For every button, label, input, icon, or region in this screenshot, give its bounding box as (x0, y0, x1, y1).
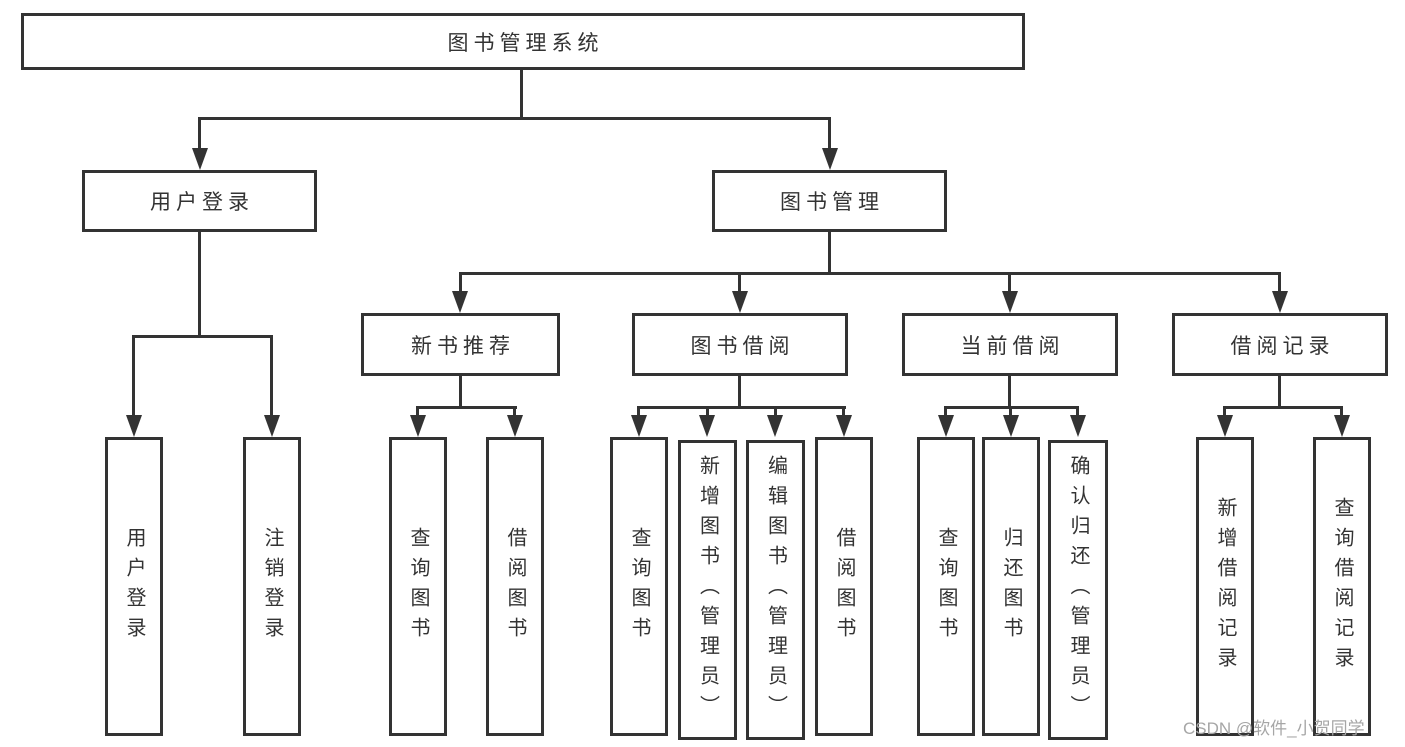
leaf-add-borrow-record: 新增借阅记录 (1196, 437, 1254, 736)
connector-line (1008, 272, 1011, 293)
connector-line (1223, 406, 1226, 418)
connector-line (828, 117, 831, 150)
connector-line (1278, 376, 1281, 408)
node-user-login: 用户登录 (82, 170, 317, 232)
arrowhead-down (507, 415, 523, 437)
connector-line (637, 406, 640, 418)
arrowhead-down (1070, 415, 1086, 437)
connector-line (416, 406, 517, 409)
node-library-management-system: 图书管理系统 (21, 13, 1025, 70)
node-book-borrow: 图书借阅 (632, 313, 848, 376)
connector-line (132, 335, 273, 338)
arrowhead-down (767, 415, 783, 437)
arrowhead-down (452, 291, 468, 313)
connector-line (1009, 406, 1012, 418)
arrowhead-down (836, 415, 852, 437)
leaf-borrow-book: 借阅图书 (815, 437, 873, 736)
connector-line (270, 335, 273, 417)
node-borrow-records: 借阅记录 (1172, 313, 1388, 376)
connector-line (738, 272, 741, 293)
connector-line (944, 406, 947, 418)
node-new-book-recommend: 新书推荐 (361, 313, 560, 376)
arrowhead-down (1002, 291, 1018, 313)
leaf-user-login: 用户登录 (105, 437, 163, 736)
connector-line (842, 406, 845, 418)
connector-line (1223, 406, 1343, 409)
csdn-watermark: CSDN @软件_小贺同学 (1183, 719, 1365, 738)
connector-line (738, 376, 741, 408)
leaf-query-book-recommend: 查询图书 (389, 437, 447, 736)
leaf-add-book-admin: 新增图书（管理员） (678, 440, 737, 740)
connector-line (637, 406, 846, 409)
connector-line (198, 232, 201, 335)
connector-line (1076, 406, 1079, 418)
arrowhead-down (938, 415, 954, 437)
node-book-management: 图书管理 (712, 170, 947, 232)
node-current-borrow: 当前借阅 (902, 313, 1118, 376)
arrowhead-down (1003, 415, 1019, 437)
connector-line (520, 70, 523, 118)
arrowhead-down (264, 415, 280, 437)
connector-line (774, 406, 777, 418)
leaf-confirm-return-admin: 确认归还（管理员） (1048, 440, 1108, 740)
connector-line (828, 232, 831, 272)
leaf-query-book-current: 查询图书 (917, 437, 975, 736)
connector-line (459, 272, 1281, 275)
arrowhead-down (1217, 415, 1233, 437)
arrowhead-down (699, 415, 715, 437)
leaf-borrow-book-recommend: 借阅图书 (486, 437, 544, 736)
arrowhead-down (822, 148, 838, 170)
leaf-return-book: 归还图书 (982, 437, 1040, 736)
arrowhead-down (410, 415, 426, 437)
connector-line (513, 406, 516, 418)
connector-line (416, 406, 419, 418)
arrowhead-down (126, 415, 142, 437)
connector-line (459, 376, 462, 408)
arrowhead-down (1334, 415, 1350, 437)
leaf-logout: 注销登录 (243, 437, 301, 736)
connector-line (198, 117, 201, 150)
connector-line (1278, 272, 1281, 293)
arrowhead-down (192, 148, 208, 170)
arrowhead-down (1272, 291, 1288, 313)
connector-line (706, 406, 709, 418)
connector-line (1008, 376, 1011, 408)
leaf-edit-book-admin: 编辑图书（管理员） (746, 440, 805, 740)
arrowhead-down (732, 291, 748, 313)
connector-line (1340, 406, 1343, 418)
connector-line (198, 117, 831, 120)
connector-line (459, 272, 462, 293)
leaf-query-book-borrow: 查询图书 (610, 437, 668, 736)
arrowhead-down (631, 415, 647, 437)
connector-line (132, 335, 135, 417)
leaf-query-borrow-record: 查询借阅记录 (1313, 437, 1371, 736)
